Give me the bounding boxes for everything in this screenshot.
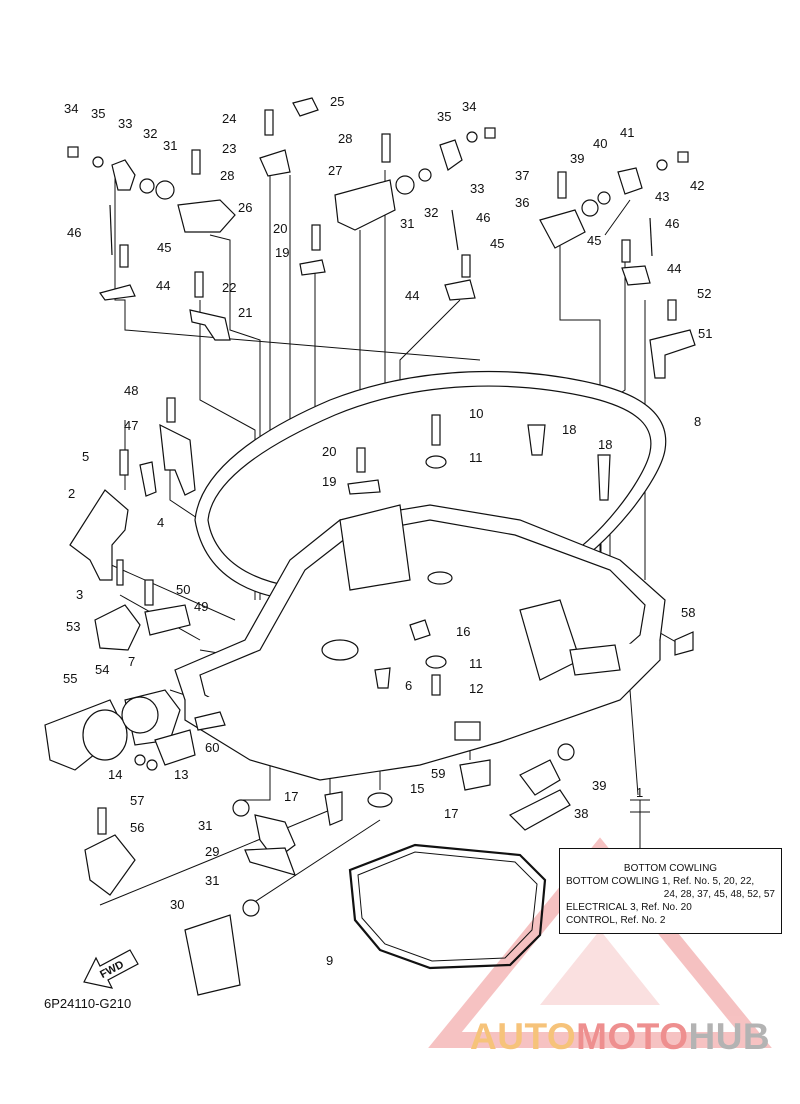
callout-31d: 31	[205, 873, 219, 888]
callout-41: 41	[620, 125, 634, 140]
callout-32b: 32	[424, 205, 438, 220]
callout-22: 22	[222, 280, 236, 295]
callout-31c: 31	[198, 818, 212, 833]
callout-59: 59	[431, 766, 445, 781]
watermark-part-1: AUTO	[470, 1016, 577, 1057]
callout-44a: 44	[156, 278, 170, 293]
callout-51: 51	[698, 326, 712, 341]
callout-43: 43	[655, 189, 669, 204]
callout-23: 23	[222, 141, 236, 156]
callout-44c: 44	[667, 261, 681, 276]
callout-6: 6	[405, 678, 412, 693]
watermark-logo	[428, 837, 772, 1048]
watermark-part-2: MOTO	[576, 1016, 689, 1057]
callout-38: 38	[574, 806, 588, 821]
note-title: BOTTOM COWLING	[623, 863, 718, 874]
callout-34b: 34	[462, 99, 476, 114]
note-line-3: ELECTRICAL 3, Ref. No. 20	[566, 902, 692, 913]
callout-36: 36	[515, 195, 529, 210]
callout-39b: 39	[592, 778, 606, 793]
callout-26: 26	[238, 200, 252, 215]
callout-58: 58	[681, 605, 695, 620]
reference-note-box: BOTTOM COWLING BOTTOM COWLING 1, Ref. No…	[559, 848, 782, 934]
callout-55: 55	[63, 671, 77, 686]
callout-45c: 45	[587, 233, 601, 248]
callout-37: 37	[515, 168, 529, 183]
callout-33a: 33	[118, 116, 132, 131]
callout-2: 2	[68, 486, 75, 501]
callout-45a: 45	[157, 240, 171, 255]
callout-60: 60	[205, 740, 219, 755]
diagram-code: 6P24110-G210	[44, 996, 132, 1011]
callout-32a: 32	[143, 126, 157, 141]
bottom-cowling-assembly	[174, 370, 667, 781]
callout-13: 13	[174, 767, 188, 782]
callout-46c: 46	[665, 216, 679, 231]
callout-28b: 28	[338, 131, 352, 146]
callout-39a: 39	[570, 151, 584, 166]
callout-54: 54	[95, 662, 109, 677]
callout-19a: 19	[275, 245, 289, 260]
callout-20b: 20	[322, 444, 336, 459]
callout-11a: 11	[469, 450, 483, 465]
callout-29: 29	[205, 844, 219, 859]
callout-17b: 17	[444, 806, 458, 821]
callout-10: 10	[469, 406, 483, 421]
callout-49: 49	[194, 599, 208, 614]
callout-47: 47	[124, 418, 138, 433]
callout-45b: 45	[490, 236, 504, 251]
callout-5: 5	[82, 449, 89, 464]
small-parts	[44, 97, 696, 996]
callout-35a: 35	[91, 106, 105, 121]
callout-12: 12	[469, 681, 483, 696]
callout-46b: 46	[476, 210, 490, 225]
watermark-part-3: HUB	[688, 1016, 771, 1057]
callout-1: 1	[636, 785, 643, 800]
fwd-arrow: FWD	[83, 949, 139, 989]
callout-11b: 11	[469, 656, 483, 671]
watermark-text: AUTOMOTOHUB	[470, 1016, 770, 1058]
callout-31b: 31	[400, 216, 414, 231]
callout-19b: 19	[322, 474, 336, 489]
note-line-2: 24, 28, 37, 45, 48, 52, 57	[663, 889, 775, 900]
note-line-1: BOTTOM COWLING 1, Ref. No. 5, 20, 22,	[566, 876, 755, 887]
callout-48: 48	[124, 383, 138, 398]
callout-labels: 34 35 33 32 31 28 26 24 25 23 46 45 44 2…	[63, 94, 712, 968]
callout-27: 27	[328, 163, 342, 178]
callout-50: 50	[176, 582, 190, 597]
bottom-seal	[348, 843, 547, 970]
callout-18a: 18	[562, 422, 576, 437]
callout-14: 14	[108, 767, 122, 782]
callout-40: 40	[593, 136, 607, 151]
note-line-4: CONTROL, Ref. No. 2	[566, 915, 666, 926]
callout-21: 21	[238, 305, 252, 320]
callout-46a: 46	[67, 225, 81, 240]
callout-4: 4	[157, 515, 164, 530]
callout-57: 57	[130, 793, 144, 808]
callout-53: 53	[66, 619, 80, 634]
callout-20a: 20	[273, 221, 287, 236]
callout-33b: 33	[470, 181, 484, 196]
callout-28a: 28	[220, 168, 234, 183]
callout-15: 15	[410, 781, 424, 796]
callout-52: 52	[697, 286, 711, 301]
callout-44b: 44	[405, 288, 419, 303]
callout-9: 9	[326, 953, 333, 968]
callout-8: 8	[694, 414, 701, 429]
callout-35b: 35	[437, 109, 451, 124]
callout-31a: 31	[163, 138, 177, 153]
callout-17a: 17	[284, 789, 298, 804]
callout-30: 30	[170, 897, 184, 912]
callout-16: 16	[456, 624, 470, 639]
callout-56: 56	[130, 820, 144, 835]
callout-24: 24	[222, 111, 236, 126]
callout-3: 3	[76, 587, 83, 602]
callout-34a: 34	[64, 101, 78, 116]
callout-18b: 18	[598, 437, 612, 452]
callout-7: 7	[128, 654, 135, 669]
callout-25: 25	[330, 94, 344, 109]
callout-42: 42	[690, 178, 704, 193]
